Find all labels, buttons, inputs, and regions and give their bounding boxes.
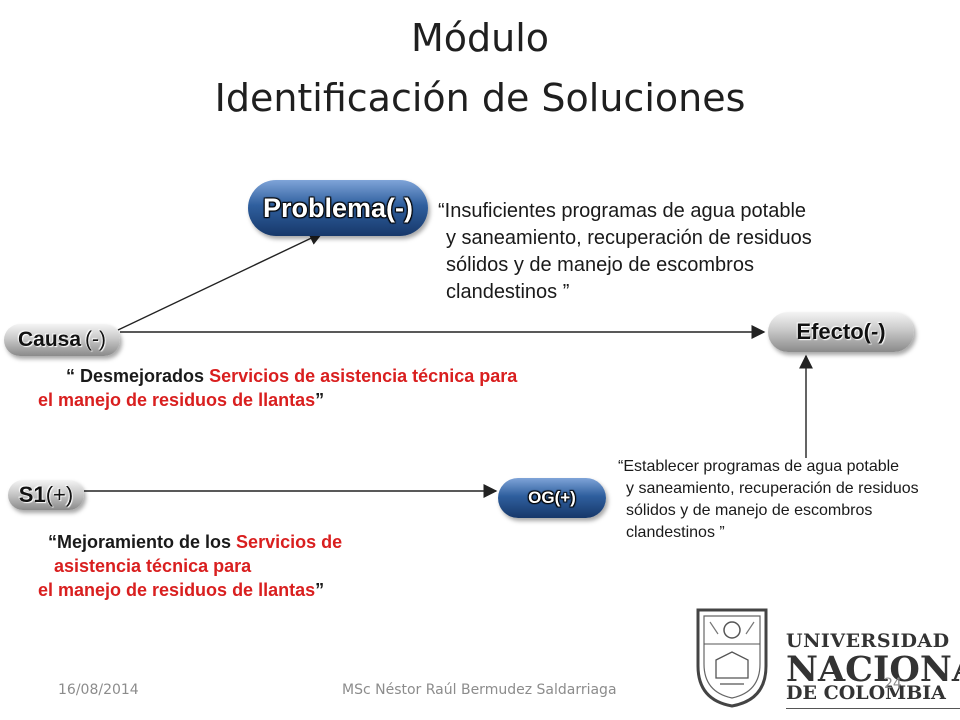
s1-label: S1 [18,482,46,507]
cause-line-2: el manejo de residuos de llantas” [38,388,678,412]
solution-red-1: Servicios de [236,532,343,552]
causa-node: Causa (-) [4,324,120,356]
problema-node: Problema(-) [248,180,428,236]
og-node: OG(+) [498,478,606,518]
slide-title-line1: Módulo [410,16,550,60]
slide-title-line2: Identificación de Soluciones [214,76,746,120]
problema-label: Problema(-) [262,192,414,223]
university-logo: UNIVERSIDAD NACIONAL DE COLOMBIA [690,604,960,714]
s1-sign: (+) [45,482,74,507]
logo-line-1: UNIVERSIDAD [786,630,950,652]
cause-description: “ Desmejorados Servicios de asistencia t… [38,364,678,412]
footer-author: MSc Néstor Raúl Bermudez Saldarriaga [342,682,617,698]
objective-line-1: “Establecer programas de agua potable [618,458,900,475]
solution-close: ” [315,580,325,600]
efecto-node: Efecto(-) [768,312,914,352]
s1-node: S1 (+) [8,480,84,510]
solution-lead: “Mejoramiento de los [48,532,237,552]
objective-description: “Establecer programas de agua potable y … [618,456,960,544]
objective-line-3: sólidos y de manejo de escombros [626,502,873,519]
solution-line-1: “Mejoramiento de los Servicios de [38,530,478,554]
causa-sign: (-) [85,328,106,351]
problem-line-3: sólidos y de manejo de escombros [446,254,754,276]
logo-underline [786,708,960,709]
footer-date: 16/08/2014 [58,682,139,698]
problem-line-1: “Insuficientes programas de agua potable [438,200,807,222]
objective-line-4: clandestinos ” [626,524,725,541]
og-label: OG(+) [528,488,576,507]
cause-close: ” [315,390,325,410]
problem-line-2: y saneamiento, recuperación de residuos [446,227,812,249]
university-seal-icon [696,608,768,708]
cause-red-1: Servicios de asistencia técnica para [209,366,518,386]
problem-line-4: clandestinos ” [446,281,570,303]
cause-lead: “ Desmejorados [66,366,210,386]
footer-page-number: 24 [884,676,902,692]
problem-description: “Insuficientes programas de agua potable… [438,198,812,306]
logo-line-3: DE COLOMBIA [786,682,946,704]
cause-line-1: “ Desmejorados Servicios de asistencia t… [38,364,678,388]
logo-line-2: NACIONAL [786,649,960,690]
solution-red-3: el manejo de residuos de llantas [38,580,316,600]
solution-red-2: asistencia técnica para [54,556,252,576]
solution-line-2: asistencia técnica para [38,554,478,578]
solution-line-3: el manejo de residuos de llantas” [38,578,478,602]
efecto-label: Efecto(-) [796,319,886,344]
solution-description: “Mejoramiento de los Servicios de asiste… [38,530,478,602]
cause-red-2: el manejo de residuos de llantas [38,390,316,410]
objective-line-2: y saneamiento, recuperación de residuos [626,480,919,497]
causa-label: Causa [17,328,82,351]
arrow-causa-to-problema [117,232,324,331]
